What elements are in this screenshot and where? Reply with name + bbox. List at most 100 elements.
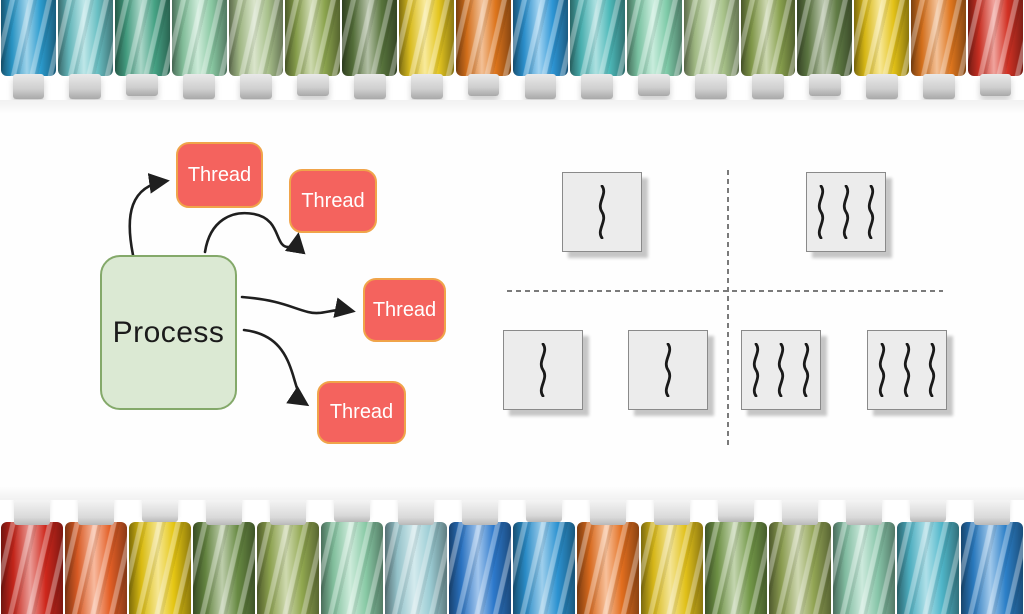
- spool-cap: [126, 74, 159, 96]
- spool-cap: [979, 74, 1012, 96]
- process-box-top-left: [562, 172, 642, 252]
- thread-spool: [65, 500, 127, 614]
- arrow-process-to-thread-2: [203, 211, 306, 255]
- thread-spool: [833, 500, 895, 614]
- process-box-bottom-right: [867, 330, 947, 410]
- thread-spools-photo-bottom: [0, 500, 1024, 614]
- spool-thread-body: [968, 0, 1024, 76]
- spool-cap: [69, 74, 102, 99]
- thread-spool: [385, 500, 447, 614]
- spool-thread-body: [911, 0, 967, 76]
- thread-spool: [911, 0, 967, 100]
- thread-squiggle-icon: [903, 343, 911, 397]
- process-box: Process: [100, 255, 237, 410]
- spool-cap: [752, 74, 784, 99]
- spool-cap: [846, 500, 882, 525]
- thread-squiggle-icon: [817, 185, 825, 239]
- spool-thread-body: [797, 0, 853, 76]
- thread-spool: [769, 500, 831, 614]
- process-box-top-right: [806, 172, 886, 252]
- spool-cap: [12, 74, 45, 99]
- spool-thread-body: [641, 522, 703, 614]
- spool-cap: [865, 74, 898, 99]
- spool-cap: [526, 500, 562, 522]
- thread-spool: [854, 0, 910, 100]
- thread-model-quadrant-diagram: [495, 160, 953, 452]
- arrow-process-to-thread-4: [242, 328, 310, 407]
- spool-thread-body: [1, 0, 56, 76]
- thread-spool: [897, 500, 959, 614]
- thread-spool: [797, 0, 853, 100]
- spool-cap: [353, 74, 386, 99]
- spool-thread-body: [171, 0, 227, 76]
- thread-spool: [114, 0, 170, 100]
- spool-thread-body: [740, 0, 796, 76]
- thread-squiggle-icon: [598, 185, 606, 239]
- spool-cap: [808, 74, 841, 96]
- thread-spool: [57, 0, 113, 100]
- thread-box: Thread: [317, 381, 406, 444]
- spool-thread-body: [321, 522, 383, 614]
- thread-squiggle-icon: [664, 343, 672, 397]
- thread-spool: [1, 0, 56, 100]
- thread-spool: [321, 500, 383, 614]
- spool-cap: [524, 74, 557, 99]
- spool-thread-body: [833, 522, 895, 614]
- spool-thread-body: [1, 522, 63, 614]
- thread-squiggle-icon: [928, 343, 936, 397]
- spool-thread-body: [577, 522, 639, 614]
- spool-cap: [270, 500, 306, 525]
- spool-cap: [14, 500, 50, 525]
- spool-cap: [410, 74, 443, 99]
- thread-spool: [641, 500, 703, 614]
- thread-box: Thread: [363, 278, 446, 342]
- thread-squiggle-icon: [752, 343, 760, 397]
- spool-thread-body: [228, 0, 284, 76]
- spool-cap: [782, 500, 818, 525]
- thread-squiggle-icon: [539, 343, 547, 397]
- thread-label: Thread: [372, 298, 437, 321]
- spool-thread-body: [456, 0, 512, 76]
- spool-thread-body: [449, 522, 511, 614]
- spool-thread-body: [385, 522, 447, 614]
- spool-thread-body: [769, 522, 831, 614]
- process-box-bottom-right: [741, 330, 821, 410]
- thread-spool: [513, 500, 575, 614]
- spool-thread-body: [705, 522, 767, 614]
- thread-box: Thread: [289, 169, 377, 233]
- thread-label: Thread: [301, 189, 365, 212]
- vertical-divider: [727, 170, 729, 446]
- spool-thread-body: [342, 0, 398, 76]
- arrow-process-to-thread-1: [128, 173, 170, 257]
- spool-thread-body: [257, 522, 319, 614]
- thread-spool: [961, 500, 1023, 614]
- spool-thread-body: [399, 0, 455, 76]
- thread-spool: [683, 0, 739, 100]
- thread-spool: [171, 0, 227, 100]
- thread-box: Thread: [176, 142, 263, 208]
- thread-spool: [342, 0, 398, 100]
- spool-cap: [240, 74, 272, 99]
- spool-cap: [654, 500, 690, 525]
- spool-cap: [296, 74, 329, 96]
- spool-thread-body: [513, 0, 568, 76]
- spool-cap: [638, 74, 671, 96]
- spool-cap: [467, 74, 500, 96]
- spool-cap: [183, 74, 216, 99]
- thread-spool: [513, 0, 568, 100]
- thread-spool: [626, 0, 682, 100]
- spool-cap: [206, 500, 242, 525]
- spool-thread-body: [897, 522, 959, 614]
- process-thread-diagram: Process Thread Thread Thread Thread: [80, 130, 470, 460]
- spool-thread-body: [65, 522, 127, 614]
- spool-cap: [334, 500, 370, 522]
- spool-cap: [142, 500, 178, 522]
- spool-cap: [974, 500, 1010, 525]
- spool-thread-body: [854, 0, 910, 76]
- spool-thread-body: [285, 0, 341, 76]
- process-label: Process: [112, 315, 225, 349]
- spool-cap: [922, 74, 955, 99]
- thread-squiggle-icon: [802, 343, 810, 397]
- thread-spool: [1, 500, 63, 614]
- spool-cap: [695, 74, 728, 99]
